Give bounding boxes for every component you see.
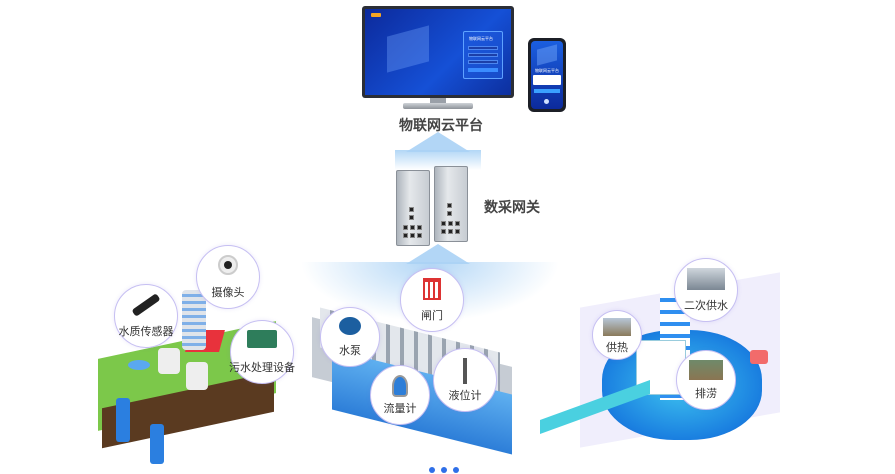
up-arrow-icon	[406, 132, 470, 152]
secondary-water-supply-bubble[interactable]: 二次供水	[674, 258, 738, 322]
secondary-water-supply-photo	[687, 268, 725, 290]
gateway-label: 数采网关	[484, 200, 540, 216]
bubble-label: 摄像头	[211, 286, 245, 299]
water-pump-icon	[339, 317, 361, 335]
gateway-device	[434, 166, 468, 242]
bubble-label: 水质传感器	[118, 325, 174, 338]
heating-photo	[603, 318, 631, 336]
monitor: 物联网云平台	[362, 6, 514, 98]
camera-icon	[218, 255, 238, 275]
dashboard-illustration	[387, 25, 429, 73]
phone: 物联网云平台	[528, 38, 566, 112]
flowmeter-icon	[392, 375, 408, 397]
gateway-device	[396, 170, 430, 246]
phone-login-title: 物联网云平台	[535, 68, 559, 73]
flowmeter-bubble[interactable]: 流量计	[370, 365, 430, 425]
sluice-gate-icon	[423, 278, 441, 300]
drainage-bubble[interactable]: 排涝	[676, 350, 736, 410]
bubble-label: 污水处理设备	[229, 361, 295, 374]
up-arrow-icon	[406, 244, 470, 264]
bubble-label: 流量计	[383, 402, 417, 415]
monitor-stand	[430, 98, 446, 104]
logo-icon	[371, 13, 381, 17]
water-tower	[182, 290, 206, 350]
drainage-photo	[689, 360, 723, 380]
bubble-label: 水泵	[339, 344, 361, 357]
bubble-label: 闸门	[421, 309, 443, 322]
right-scene	[540, 270, 800, 470]
monitor-screen: 物联网云平台	[365, 9, 511, 95]
water-pump-bubble[interactable]: 水泵	[320, 307, 380, 367]
login-panel: 物联网云平台	[463, 31, 503, 79]
phone-screen: 物联网云平台	[531, 41, 563, 109]
pagination-dot-1[interactable]	[429, 467, 435, 473]
sewage-treatment-icon	[247, 330, 277, 348]
water-quality-sensor-icon	[131, 293, 161, 317]
level-gauge-bubble[interactable]: 液位计	[433, 348, 497, 412]
pagination-dot-2[interactable]	[441, 467, 447, 473]
water-quality-sensor-bubble[interactable]: 水质传感器	[114, 284, 178, 348]
flow-band	[395, 150, 481, 170]
message-icon	[750, 350, 768, 364]
sluice-gate-bubble[interactable]: 闸门	[400, 268, 464, 332]
monitor-base	[403, 103, 473, 109]
bubble-label: 供热	[606, 341, 628, 354]
bubble-label: 二次供水	[684, 299, 728, 312]
sewage-treatment-bubble[interactable]: 污水处理设备	[229, 320, 295, 384]
login-title: 物联网云平台	[469, 36, 493, 41]
left-scene	[98, 300, 278, 464]
camera-bubble[interactable]: 摄像头	[196, 245, 260, 309]
platform-label: 物联网云平台	[399, 118, 483, 134]
bubble-label: 排涝	[695, 387, 717, 400]
bubble-label: 液位计	[448, 389, 482, 402]
heating-bubble[interactable]: 供热	[592, 310, 642, 360]
level-gauge-icon	[463, 358, 467, 384]
pagination-dot-3[interactable]	[453, 467, 459, 473]
